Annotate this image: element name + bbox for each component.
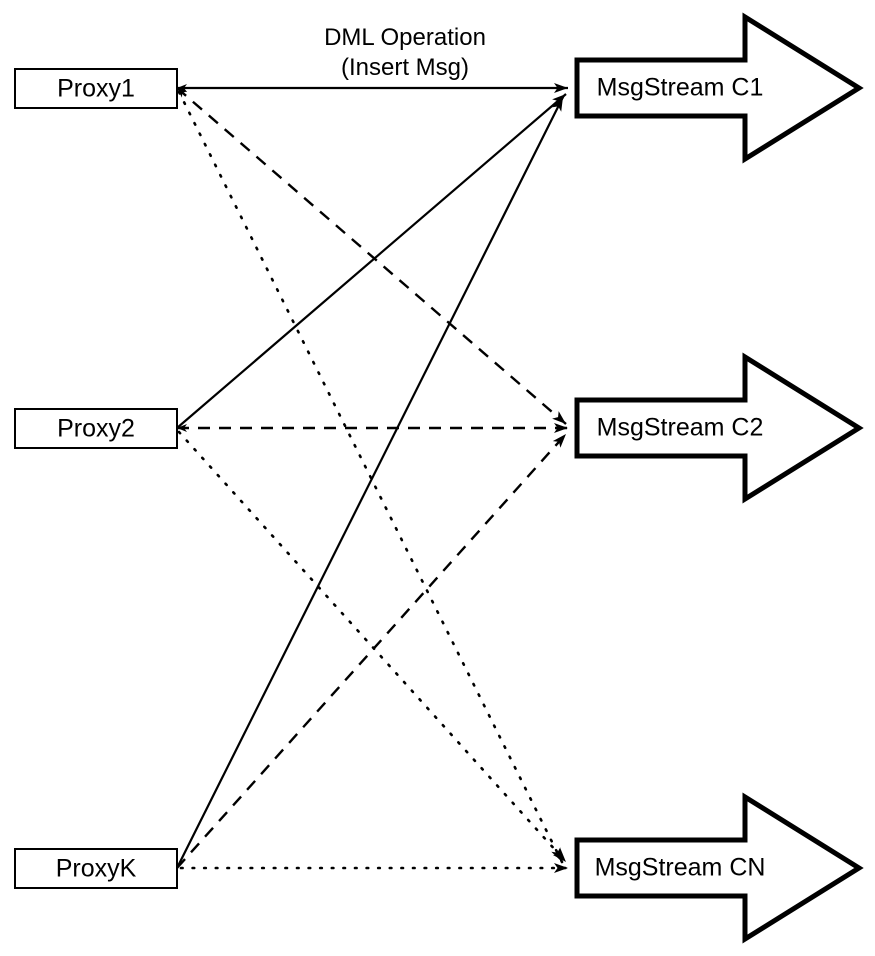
node-msgstream-cn[interactable]: MsgStream CN bbox=[574, 792, 864, 944]
source-nodes-layer: Proxy1 Proxy2 ProxyK bbox=[14, 68, 178, 889]
link-proxyk-to-c2[interactable] bbox=[176, 433, 567, 869]
link-proxy1-to-c2[interactable] bbox=[176, 87, 567, 425]
node-proxy2[interactable]: Proxy2 bbox=[14, 408, 178, 449]
node-msgstream-c2-label: MsgStream C2 bbox=[597, 414, 764, 442]
node-msgstream-c2[interactable]: MsgStream C2 bbox=[574, 352, 864, 504]
dml-operation-label-line2: (Insert Msg) bbox=[341, 54, 469, 81]
dml-operation-label-line1: DML Operation bbox=[324, 24, 486, 51]
node-msgstream-cn-label: MsgStream CN bbox=[595, 854, 766, 882]
node-proxyk[interactable]: ProxyK bbox=[14, 848, 178, 889]
link-proxyk-to-c1[interactable] bbox=[176, 96, 564, 869]
node-proxyk-label: ProxyK bbox=[56, 855, 137, 883]
node-msgstream-c1-label: MsgStream C1 bbox=[597, 74, 764, 102]
block-arrow-c2-shape bbox=[574, 352, 864, 504]
node-proxy1-label: Proxy1 bbox=[57, 75, 135, 103]
target-nodes-layer: MsgStream C1 MsgStream C2 MsgStream CN bbox=[574, 12, 864, 944]
edge-annotation: DML Operation (Insert Msg) bbox=[324, 24, 486, 81]
node-proxy1[interactable]: Proxy1 bbox=[14, 68, 178, 109]
block-arrow-c1-shape bbox=[574, 12, 864, 164]
node-msgstream-c1[interactable]: MsgStream C1 bbox=[574, 12, 864, 164]
link-proxy2-to-c1[interactable] bbox=[176, 93, 567, 429]
block-arrow-cn-shape bbox=[574, 792, 864, 944]
link-proxy2-to-cn[interactable] bbox=[177, 430, 568, 864]
links-layer bbox=[176, 83, 570, 873]
link-proxy1-to-cn[interactable] bbox=[177, 90, 564, 864]
node-proxy2-label: Proxy2 bbox=[57, 415, 135, 443]
